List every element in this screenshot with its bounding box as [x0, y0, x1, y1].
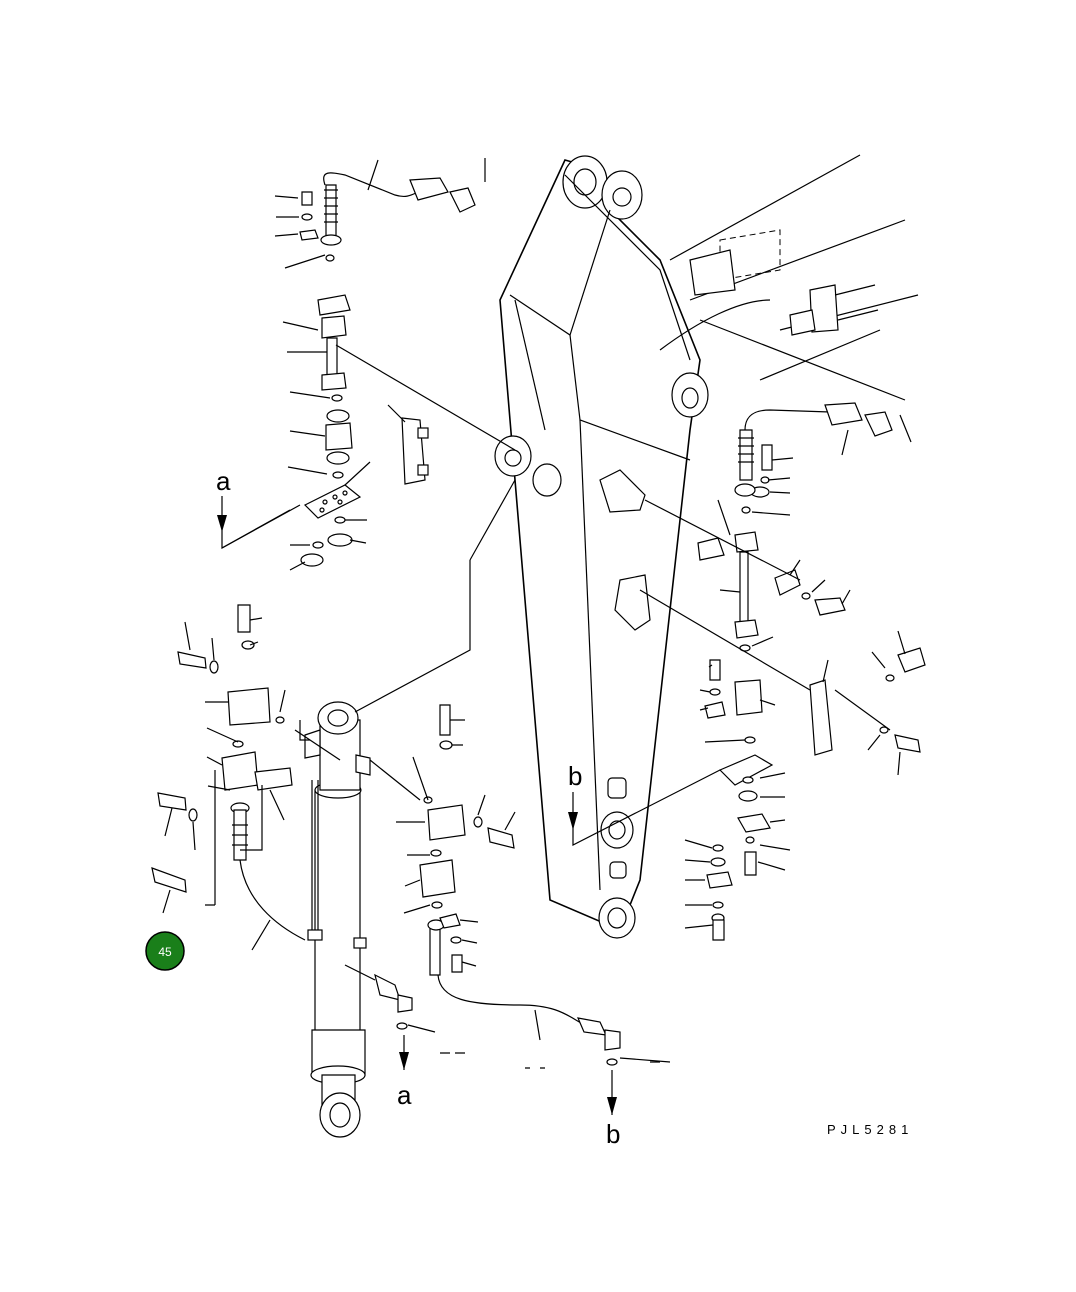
callout-badge-45[interactable]: 45 — [145, 931, 185, 971]
arm-structure — [494, 155, 709, 939]
right-pipe-assembly — [639, 319, 926, 941]
callout-badge-label[interactable]: 45 — [158, 945, 172, 959]
callout-badge-circle[interactable] — [145, 931, 185, 971]
reference-marker-a-bottom: a — [397, 1035, 412, 1110]
center-valve-assembly — [354, 479, 621, 1066]
reference-marker-a-top: a — [216, 466, 301, 550]
marker-label-a-top: a — [216, 466, 231, 496]
marker-label-a-bottom: a — [397, 1080, 412, 1110]
marker-label-b-bottom: b — [606, 1119, 620, 1149]
drawing-code: PJL5281 — [827, 1122, 913, 1137]
leader-lines — [162, 158, 912, 1069]
left-valve-assembly — [151, 604, 341, 941]
reference-marker-b-top: b — [568, 761, 721, 846]
lower-hose-end — [344, 964, 413, 1030]
boom-section — [659, 154, 919, 381]
upper-pipe-assembly — [299, 172, 516, 567]
marker-label-b-top: b — [568, 761, 582, 791]
reference-marker-b-bottom: b — [606, 1070, 620, 1149]
hydraulic-cylinder — [304, 701, 371, 1138]
